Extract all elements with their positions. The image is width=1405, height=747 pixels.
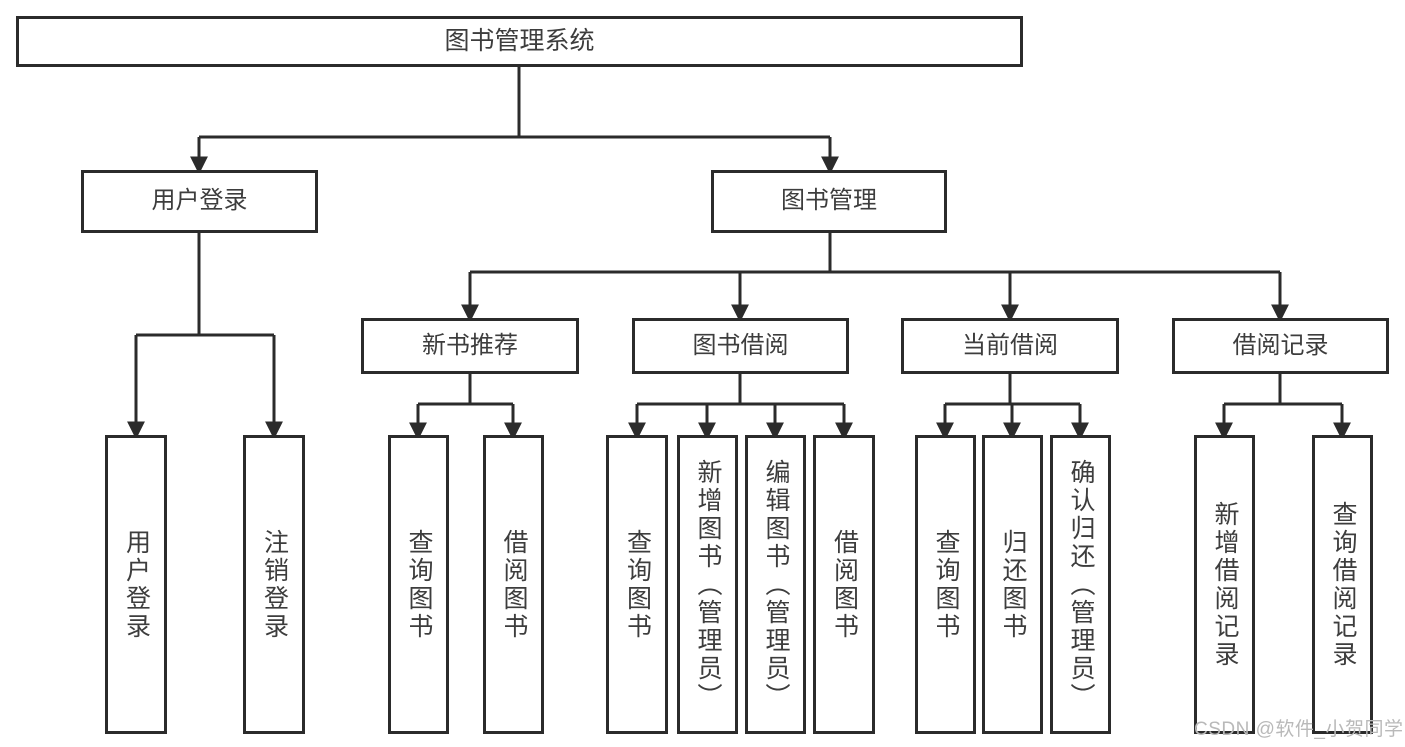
leaf-edit-book-admin-label: 编辑图书（管理员） <box>762 458 790 711</box>
node-book-borrow[interactable]: 图书借阅 <box>632 318 849 374</box>
csdn-watermark: CSDN @软件_小贺同学 <box>1194 719 1404 740</box>
leaf-add-borrow-record-label: 新增借阅记录 <box>1211 500 1239 669</box>
node-current-borrow[interactable]: 当前借阅 <box>901 318 1119 374</box>
leaf-borrow-book-2[interactable]: 借阅图书 <box>813 435 875 734</box>
node-new-book-recommend-label: 新书推荐 <box>422 331 518 359</box>
node-user-login-label: 用户登录 <box>151 187 248 215</box>
leaf-borrow-book-1[interactable]: 借阅图书 <box>483 435 544 734</box>
leaf-query-book-2-label: 查询图书 <box>623 528 652 641</box>
leaf-confirm-return[interactable]: 确认归还（管理员） <box>1050 435 1111 734</box>
leaf-edit-book-admin[interactable]: 编辑图书（管理员） <box>745 435 806 734</box>
node-borrow-record-label: 借阅记录 <box>1232 331 1329 359</box>
node-user-login[interactable]: 用户登录 <box>81 170 318 233</box>
leaf-return-book-label: 归还图书 <box>999 528 1027 641</box>
leaf-borrow-book-1-label: 借阅图书 <box>500 528 528 641</box>
leaf-user-login-label: 用户登录 <box>122 528 151 641</box>
leaf-borrow-book-2-label: 借阅图书 <box>830 528 859 641</box>
root-node-label: 图书管理系统 <box>444 26 595 55</box>
node-book-management[interactable]: 图书管理 <box>711 170 947 233</box>
root-node[interactable]: 图书管理系统 <box>16 16 1023 67</box>
leaf-user-login[interactable]: 用户登录 <box>105 435 167 734</box>
leaf-query-book-3-label: 查询图书 <box>932 528 960 641</box>
leaf-confirm-return-label: 确认归还（管理员） <box>1067 458 1095 711</box>
node-current-borrow-label: 当前借阅 <box>962 331 1058 359</box>
leaf-query-borrow-record-label: 查询借阅记录 <box>1329 500 1357 669</box>
leaf-query-book-3[interactable]: 查询图书 <box>915 435 976 734</box>
leaf-query-book-1[interactable]: 查询图书 <box>388 435 449 734</box>
node-new-book-recommend[interactable]: 新书推荐 <box>361 318 579 374</box>
leaf-add-book-admin-label: 新增图书（管理员） <box>694 458 722 711</box>
leaf-add-book-admin[interactable]: 新增图书（管理员） <box>677 435 738 734</box>
leaf-query-borrow-record[interactable]: 查询借阅记录 <box>1312 435 1373 734</box>
leaf-query-book-2[interactable]: 查询图书 <box>606 435 668 734</box>
leaf-logout-login-label: 注销登录 <box>260 528 289 641</box>
leaf-return-book[interactable]: 归还图书 <box>982 435 1043 734</box>
leaf-add-borrow-record[interactable]: 新增借阅记录 <box>1194 435 1255 734</box>
leaf-query-book-1-label: 查询图书 <box>405 528 433 641</box>
node-borrow-record[interactable]: 借阅记录 <box>1172 318 1389 374</box>
node-book-management-label: 图书管理 <box>781 187 877 215</box>
leaf-logout-login[interactable]: 注销登录 <box>243 435 305 734</box>
node-book-borrow-label: 图书借阅 <box>692 331 789 359</box>
